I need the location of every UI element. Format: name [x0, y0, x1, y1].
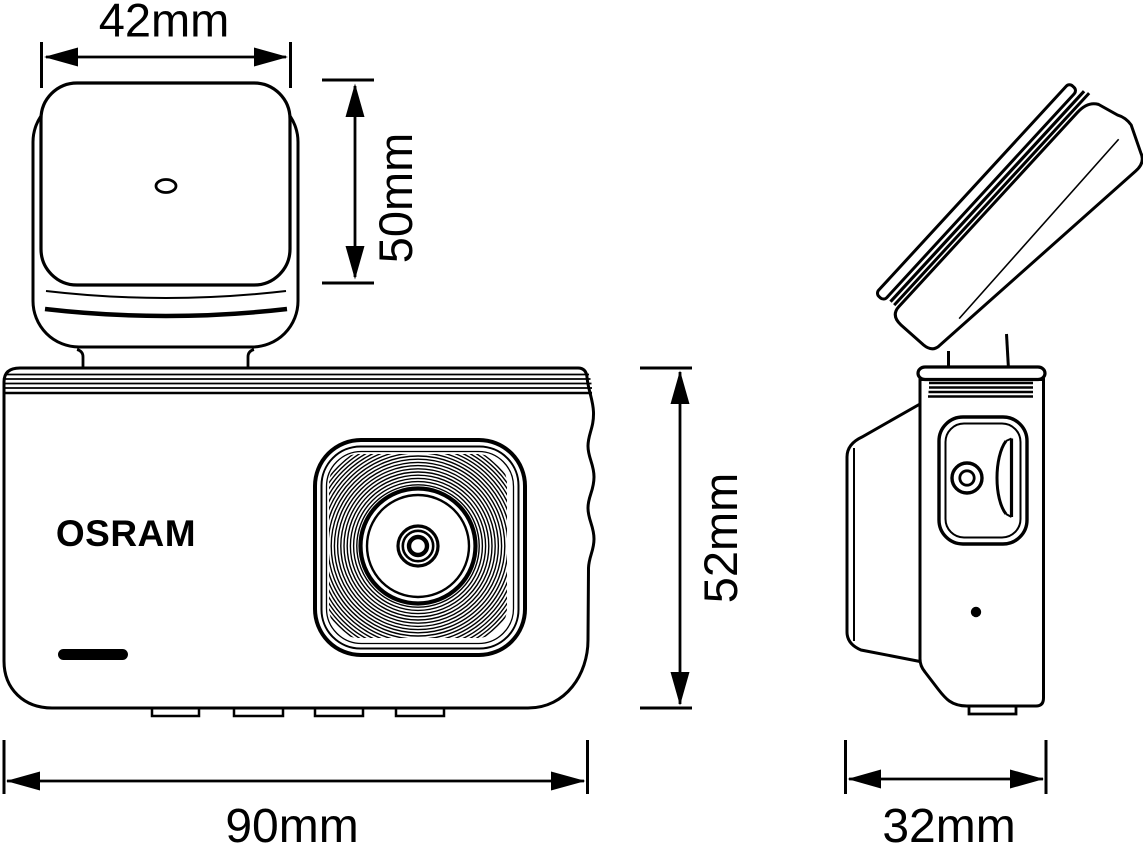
bottom-tabs: [150, 709, 446, 718]
mount-joint-arc-thick: [44, 306, 288, 319]
mount-wedge-body: [893, 102, 1143, 351]
arrowhead-down-icon: [670, 672, 690, 706]
mount-center-hole: [154, 178, 178, 194]
mount-top-face: [39, 81, 292, 287]
mount-pad-band: [893, 92, 1091, 307]
mount-stem-left: [76, 348, 85, 370]
lens-glass-ring: [365, 493, 471, 599]
lens-glass: [358, 486, 478, 606]
sd-card-slot: [995, 437, 1014, 518]
mount-arm-side: [876, 83, 1143, 351]
side-bottom-foot: [967, 706, 1018, 716]
side-view: [845, 83, 1143, 716]
side-button-center: [958, 469, 976, 487]
mount-pad-band: [889, 90, 1086, 303]
lens-aperture-outer: [396, 524, 440, 568]
mount-width-label: 42mm: [99, 0, 230, 47]
arrowhead-right-icon: [254, 47, 288, 67]
front-view: OSRAM: [2, 366, 596, 718]
side-vent-ribs: [928, 381, 1033, 398]
dim-mount-height: 50mm: [322, 78, 422, 285]
body-depth-label: 32mm: [882, 800, 1015, 845]
arrowhead-right-icon: [1010, 769, 1044, 789]
mount-wedge-edge-line: [958, 138, 1120, 320]
side-top-cap: [916, 365, 1047, 382]
dim-body-height: 52mm: [640, 366, 747, 710]
mount-stem-right: [246, 348, 255, 370]
arrowhead-right-icon: [551, 771, 586, 791]
camera-lens: [313, 438, 527, 657]
arrowhead-up-icon: [670, 370, 690, 404]
mount-pad: [876, 83, 1077, 301]
lens-aperture-mid: [401, 529, 435, 563]
body-width-label: 90mm: [225, 800, 358, 845]
arrowhead-left-icon: [44, 47, 78, 67]
lens-bezel-ring: [320, 445, 520, 650]
top-vent-ribs: [4, 373, 592, 395]
arrowhead-left-icon: [847, 769, 881, 789]
lens-housing-side: [845, 402, 921, 663]
mount-height-label: 50mm: [369, 133, 422, 264]
dim-mount-width: 42mm: [40, 0, 292, 88]
dim-body-width: 90mm: [2, 740, 589, 845]
side-stem: [1005, 333, 1010, 370]
mount-joint-arc-thin: [45, 290, 287, 299]
status-led-bar: [58, 649, 128, 660]
arrowhead-down-icon: [345, 246, 365, 280]
osram-logo: OSRAM: [56, 513, 196, 554]
lens-aperture-core: [406, 534, 430, 558]
arrowhead-up-icon: [345, 83, 365, 117]
arrowhead-left-icon: [6, 771, 40, 791]
lens-bezel-ring: [325, 450, 515, 645]
side-button: [950, 461, 984, 495]
dim-body-depth: 32mm: [844, 740, 1048, 845]
body-height-label: 52mm: [694, 473, 747, 604]
reset-hole: [970, 606, 982, 618]
mount-top-view: [31, 81, 300, 370]
side-panel-inner: [944, 422, 1022, 539]
